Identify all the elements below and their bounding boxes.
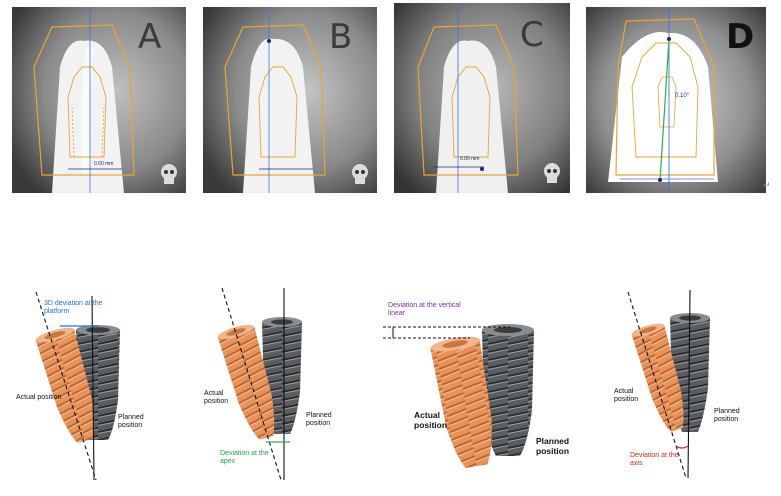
- panel-label: A: [138, 17, 162, 57]
- ct-panel-c-art: [394, 3, 570, 193]
- skull-icon: [161, 164, 177, 184]
- measurement-label: 0.10°: [675, 93, 690, 99]
- diagram-2: [217, 287, 302, 481]
- ct-panel-a: A 0.00 mm: [12, 7, 186, 193]
- ct-panel-b-art: [203, 7, 377, 193]
- skull-icon: [544, 163, 560, 183]
- planned-position-label: Planned position: [118, 414, 144, 429]
- deviation-label: 3D deviation at the platform: [44, 300, 103, 315]
- return-arrow-icon: ↵: [763, 180, 771, 190]
- ct-panel-d-art: [586, 7, 766, 193]
- planned-position-label: Planned position: [714, 408, 740, 423]
- diagram-4: [627, 289, 710, 479]
- actual-position-label: Actual position: [414, 410, 448, 430]
- panel-label: C: [520, 15, 544, 55]
- ct-panel-d: D 0.10°: [586, 7, 766, 193]
- measurement-label: 0.00 mm: [460, 156, 480, 162]
- actual-position-label: Actual position: [16, 394, 62, 401]
- ct-panel-c: C 0.00 mm: [394, 3, 570, 193]
- planned-position-label: Planned position: [306, 412, 332, 427]
- skull-icon: [352, 164, 368, 184]
- deviation-label: Deviation at the vertical linear: [388, 302, 461, 317]
- panel-label: B: [329, 17, 353, 57]
- ct-panel-b: B: [203, 7, 377, 193]
- panel-label: D: [726, 17, 755, 57]
- diagram-3: [383, 324, 534, 469]
- diagram-1: [35, 291, 120, 481]
- actual-position-label: Actual position: [204, 390, 229, 405]
- planned-position-label: Planned position: [536, 436, 570, 456]
- measurement-label: 0.00 mm: [94, 161, 114, 167]
- ct-panel-a-art: [12, 7, 186, 193]
- deviation-label: Deviation at the apex: [220, 450, 269, 465]
- actual-position-label: Actual position: [614, 388, 639, 403]
- deviation-label: Deviation at the axis: [630, 452, 679, 467]
